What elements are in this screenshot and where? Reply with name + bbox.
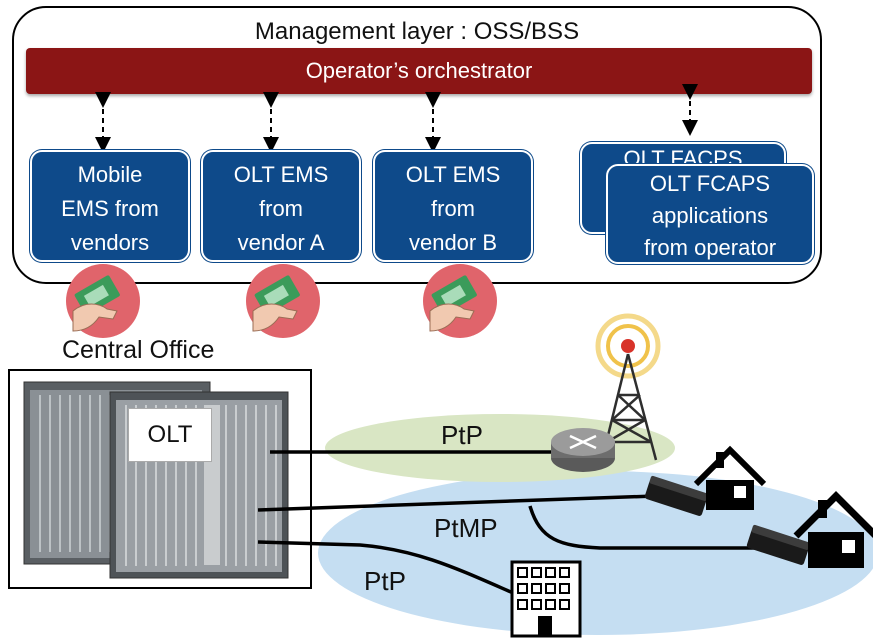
ptp-zone [325,414,675,482]
central-office-label: Central Office [62,336,215,364]
olt-ems-vendor-b-box: OLT EMS from vendor B [373,150,533,262]
money-icon [66,264,140,338]
fcaps-front-box: OLT FCAPS applications from operator [606,164,814,264]
ptmp-zone [318,471,873,635]
ptp-bottom-link [257,540,521,598]
mobile-ems-box: Mobile EMS from vendors [30,150,190,262]
ptmp-link-main [257,494,656,512]
house-icon [793,491,873,568]
ont-device-icon [746,524,811,565]
router-icon [551,428,615,472]
office-building-icon [510,560,582,638]
ptp-top-label: PtP [441,420,483,450]
olt-ems-vendor-a-box: OLT EMS from vendor A [201,150,361,262]
operator-orchestrator-bar: Operator’s orchestrator [26,48,812,94]
house-icon [693,445,767,510]
ont-device-icon [644,475,709,516]
olt-label: OLT [128,408,212,462]
ptp-bottom-label: PtP [364,566,406,596]
management-layer-title: Management layer : OSS/BSS [254,18,580,45]
ptmp-link-branch [528,505,760,550]
radio-tower-icon [595,313,661,461]
money-icon [246,264,320,338]
ptmp-label: PtMP [434,513,498,543]
money-icon [423,264,497,338]
